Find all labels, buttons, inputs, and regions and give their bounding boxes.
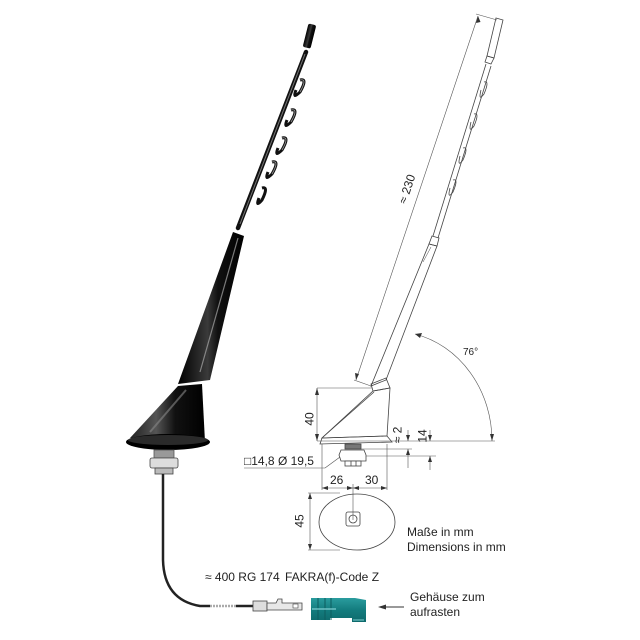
thread-length-dimension: 14 — [415, 429, 430, 443]
housing-pointer-arrow — [378, 604, 404, 610]
antenna-cable — [161, 474, 254, 608]
antenna-mounting-nut — [149, 449, 179, 475]
fakra-connector-housing — [311, 598, 366, 622]
antenna-line-drawing — [319, 17, 504, 467]
foot-gap-dimension: ≈ 2 — [390, 426, 405, 444]
base-right-dimension: 30 — [365, 473, 379, 487]
units-note-german: Maße in mm — [407, 525, 474, 539]
crimp-contact — [252, 598, 303, 612]
dimension-arrowheads — [308, 16, 494, 550]
housing-note-line1: Gehäuse zum — [410, 590, 485, 604]
antenna-photo-render — [126, 23, 316, 612]
dimension-lines — [244, 13, 498, 551]
cable-spec-label: ≈ 400 RG 174 — [205, 570, 280, 584]
antenna-lower-mast — [178, 232, 244, 384]
angle-dimension: 76° — [463, 347, 479, 358]
base-height-dimension: 40 — [302, 412, 317, 426]
thread-size-dimension: □14,8 Ø 19,5 — [244, 454, 314, 468]
base-depth-dimension: 45 — [292, 514, 307, 528]
antenna-cone-base — [126, 384, 210, 450]
units-note-english: Dimensions in mm — [407, 540, 506, 554]
connector-type-label: FAKRA(f)-Code Z — [285, 570, 380, 584]
base-bottom-view — [318, 493, 396, 551]
housing-note-line2: aufrasten — [410, 605, 461, 619]
antenna-whip — [235, 49, 309, 231]
base-left-dimension: 26 — [330, 473, 344, 487]
antenna-tip-cap — [303, 23, 316, 49]
